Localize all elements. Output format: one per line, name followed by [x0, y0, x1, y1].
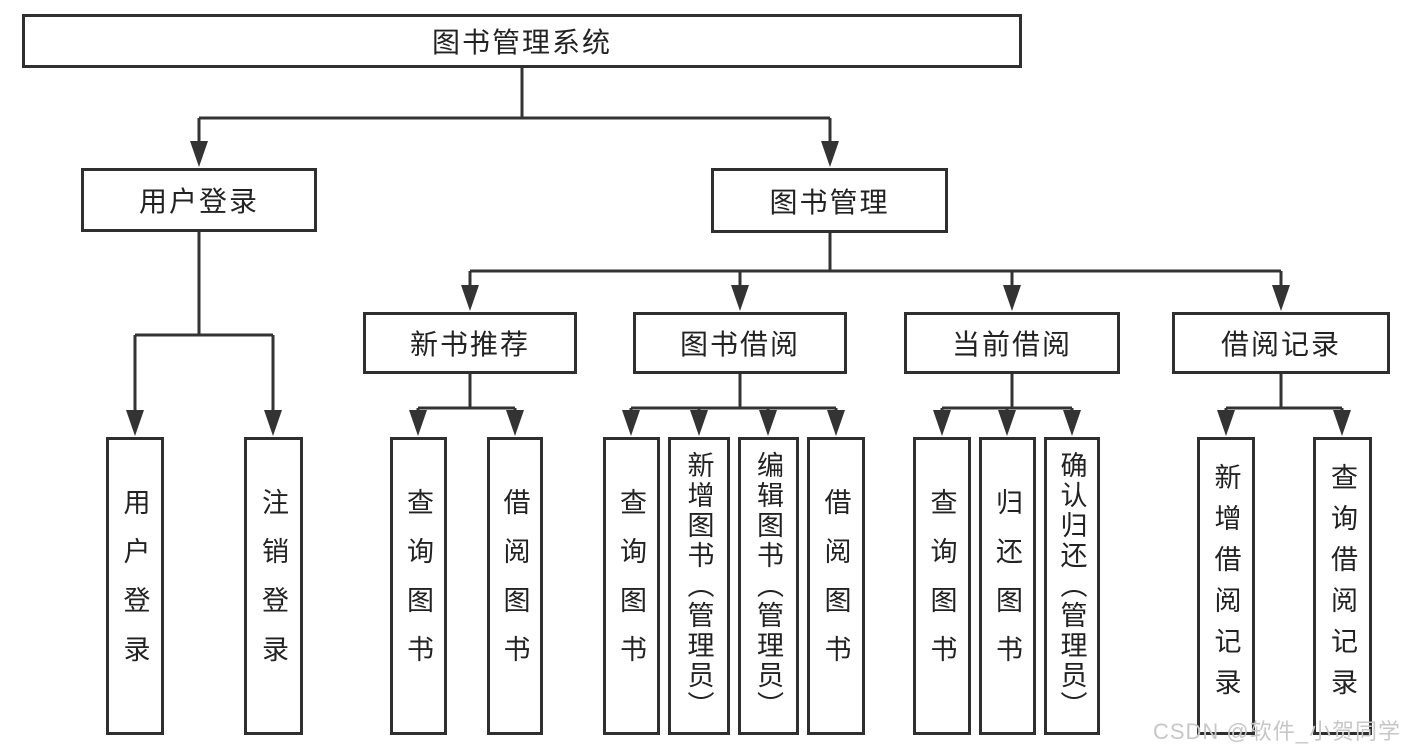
node-current-borrow: 当前借阅: [904, 312, 1120, 374]
csdn-watermark: CSDN @软件_小贺同学: [1152, 719, 1401, 744]
node-book-borrow: 图书借阅: [633, 312, 847, 374]
leaf-add-book-admin: 新增图书（管理员）: [668, 437, 730, 735]
leaf-query-borrow-record-label: 查询借阅记录: [1327, 463, 1357, 709]
leaf-borrow-books-label: 借阅图书: [499, 488, 530, 684]
leaf-add-book-admin-label: 新增图书（管理员）: [683, 451, 714, 721]
node-borrow-record-label: 借阅记录: [1220, 329, 1341, 360]
node-user-login: 用户登录: [81, 168, 317, 232]
leaf-add-borrow-record: 新增借阅记录: [1197, 437, 1255, 735]
node-new-book-recommend: 新书推荐: [363, 312, 577, 374]
leaf-query-books-label: 查询图书: [403, 488, 433, 684]
leaf-query-borrow-record: 查询借阅记录: [1313, 437, 1372, 735]
leaf-query-books: 查询图书: [390, 437, 447, 735]
node-new-book-recommend-label: 新书推荐: [409, 329, 530, 360]
leaf-borrow-books: 借阅图书: [487, 437, 543, 735]
node-root-system: 图书管理系统: [22, 14, 1022, 68]
leaf-confirm-return-admin: 确认归还（管理员）: [1044, 437, 1100, 735]
node-user-login-label: 用户登录: [138, 186, 259, 217]
node-borrow-record: 借阅记录: [1172, 312, 1390, 374]
leaf-query-books-2-label: 查询图书: [616, 488, 646, 684]
node-book-management: 图书管理: [711, 168, 948, 233]
leaf-user-login: 用户登录: [106, 437, 164, 735]
leaf-borrow-books-2: 借阅图书: [807, 437, 865, 735]
leaf-borrow-books-2-label: 借阅图书: [820, 488, 851, 684]
node-root-label: 图书管理系统: [431, 27, 612, 58]
leaf-edit-book-admin-label: 编辑图书（管理员）: [753, 451, 783, 721]
leaf-query-books-3: 查询图书: [913, 437, 971, 735]
leaf-return-books: 归还图书: [979, 437, 1036, 735]
leaf-edit-book-admin: 编辑图书（管理员）: [738, 437, 799, 735]
node-book-management-label: 图书管理: [769, 186, 890, 218]
node-book-borrow-label: 图书借阅: [679, 329, 800, 360]
leaf-query-books-2: 查询图书: [603, 437, 660, 735]
leaf-query-books-3-label: 查询图书: [926, 488, 957, 684]
node-current-borrow-label: 当前借阅: [951, 329, 1072, 360]
leaf-logout: 注销登录: [244, 437, 303, 735]
leaf-user-login-label: 用户登录: [119, 488, 150, 684]
leaf-add-borrow-record-label: 新增借阅记录: [1210, 463, 1241, 709]
leaf-logout-label: 注销登录: [258, 488, 288, 684]
leaf-confirm-return-admin-label: 确认归还（管理员）: [1056, 451, 1087, 721]
leaf-return-books-label: 归还图书: [992, 488, 1022, 684]
